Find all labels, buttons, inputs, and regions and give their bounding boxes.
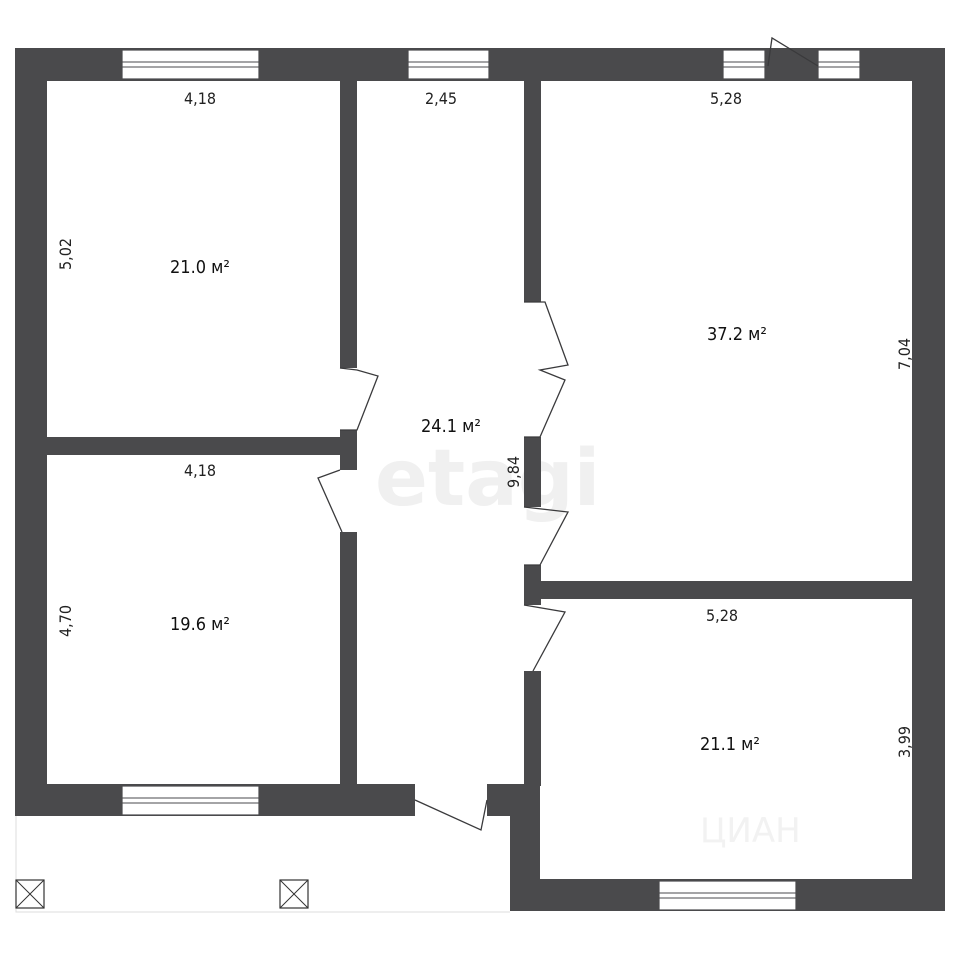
windows bbox=[121, 49, 861, 911]
door-bottom-left-room bbox=[317, 469, 343, 533]
area-living: 37.2 м² bbox=[707, 324, 767, 345]
dim-hall-height: 9,84 bbox=[504, 456, 523, 488]
interior-walls bbox=[47, 80, 913, 786]
etagi-watermark: etagi bbox=[375, 434, 600, 524]
dim-bottom-right-width: 5,28 bbox=[706, 606, 738, 625]
terrace-outline bbox=[15, 815, 510, 913]
entrance-door bbox=[414, 799, 488, 831]
post-right bbox=[279, 879, 309, 909]
door-bedroom-right bbox=[523, 604, 567, 672]
window-top-left bbox=[121, 49, 260, 80]
dim-top-left-width: 4,18 bbox=[184, 89, 216, 108]
window-top-hall bbox=[407, 49, 490, 80]
doors bbox=[317, 36, 819, 831]
terrace-posts bbox=[15, 879, 309, 909]
area-hall: 24.1 м² bbox=[421, 416, 481, 437]
door-top-left-room bbox=[339, 367, 379, 431]
dim-living-height: 7,04 bbox=[895, 338, 914, 370]
window-bottom-left bbox=[121, 785, 260, 816]
balcony-door bbox=[767, 36, 819, 67]
dim-living-width: 5,28 bbox=[710, 89, 742, 108]
dim-hall-width: 2,45 bbox=[425, 89, 457, 108]
door-living-lower bbox=[523, 506, 570, 566]
dim-bottom-left-height: 4,70 bbox=[56, 605, 75, 637]
dim-bottom-right-height: 3,99 bbox=[895, 726, 914, 758]
door-living-upper bbox=[524, 301, 569, 438]
area-bottom-right: 21.1 м² bbox=[700, 734, 760, 755]
area-top-left: 21.0 м² bbox=[170, 257, 230, 278]
window-top-right-a bbox=[722, 49, 766, 80]
dim-top-left-height: 5,02 bbox=[56, 238, 75, 270]
post-left bbox=[15, 879, 45, 909]
window-top-right-b bbox=[817, 49, 861, 80]
cian-watermark: ЦИАН bbox=[700, 811, 801, 851]
area-bottom-left: 19.6 м² bbox=[170, 614, 230, 635]
window-bottom-right bbox=[658, 880, 797, 911]
dim-bottom-left-width: 4,18 bbox=[184, 461, 216, 480]
